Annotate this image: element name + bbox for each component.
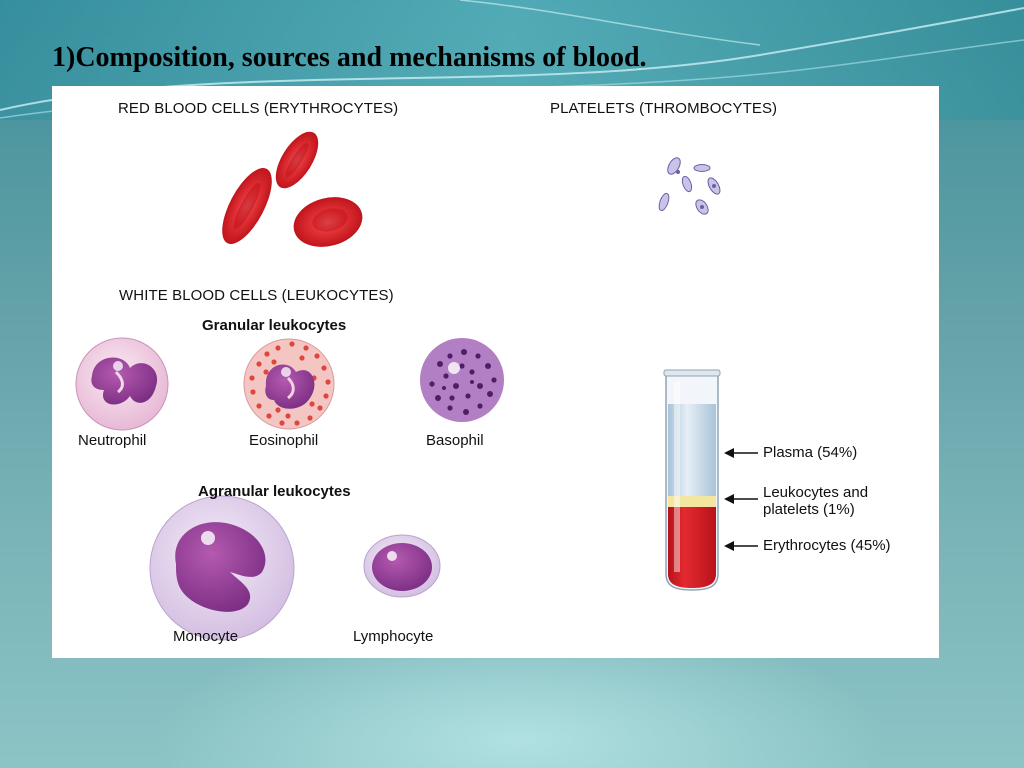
white-blood-cells-heading: WHITE BLOOD CELLS (LEUKOCYTES) (119, 287, 394, 304)
tube-arrows (724, 448, 758, 551)
blood-composition-figure: RED BLOOD CELLS (ERYTHROCYTES) PLATELETS… (52, 86, 939, 658)
basophil-illustration (420, 338, 504, 422)
basophil-label: Basophil (426, 432, 484, 449)
slide-title: 1)Composition, sources and mechanisms of… (52, 42, 647, 73)
agranular-leukocytes-heading: Agranular leukocytes (198, 483, 351, 500)
lymphocyte-illustration (363, 534, 441, 598)
neutrophil-illustration (75, 337, 169, 431)
erythrocyte-illustration (222, 131, 363, 247)
eosinophil-label: Eosinophil (249, 432, 319, 449)
eosinophil-illustration (243, 338, 335, 430)
buffy-coat-label-line1: Leukocytes and (763, 484, 869, 501)
platelets-illustration (658, 157, 721, 215)
platelets-heading: PLATELETS (THROMBOCYTES) (550, 100, 778, 117)
erythrocytes-label: Erythrocytes (45%) (763, 537, 891, 554)
blood-cells-illustration (75, 131, 758, 641)
neutrophil-label: Neutrophil (78, 432, 147, 449)
granular-leukocytes-heading: Granular leukocytes (202, 317, 347, 334)
centrifuged-blood-tube (663, 369, 721, 591)
monocyte-illustration (149, 495, 295, 641)
monocyte-label: Monocyte (173, 628, 239, 645)
red-blood-cells-heading: RED BLOOD CELLS (ERYTHROCYTES) (118, 100, 399, 117)
lymphocyte-label: Lymphocyte (353, 628, 434, 645)
buffy-coat-label-line2: platelets (1%) (763, 501, 855, 518)
plasma-label: Plasma (54%) (763, 444, 858, 461)
